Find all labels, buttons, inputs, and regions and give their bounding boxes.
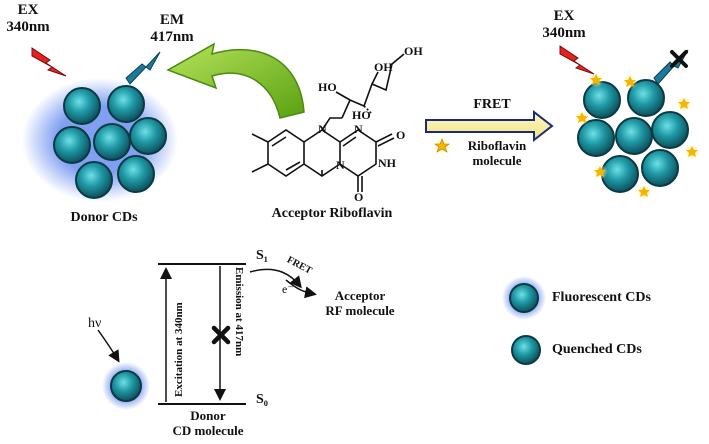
riboflavin-structure [251, 53, 405, 192]
fret-arrow-label: FRET [473, 97, 511, 112]
atom-o-bottom: O [354, 190, 364, 204]
quenched-cd-1 [583, 81, 621, 119]
star-icon [592, 164, 608, 180]
donor-cds-caption: Donor CDs [70, 210, 138, 225]
atom-ho-2: HO [352, 108, 371, 122]
fret-arrow [425, 109, 554, 143]
donor-line2: CD molecule [172, 423, 244, 438]
atom-oh-mid: OH [374, 60, 393, 74]
em-text: EM [159, 12, 185, 28]
atom-n-lower: N [336, 158, 345, 172]
quenched-cd-3 [577, 119, 615, 157]
donor-cd-molecule-label: Donor CD molecule [158, 408, 258, 438]
atom-ho-1: HO [318, 80, 337, 94]
emission-block-cross-icon [211, 325, 231, 345]
single-cd-icon [102, 362, 150, 410]
star-icon [588, 72, 604, 88]
s0-label: S₀ [256, 392, 268, 407]
ex-text: EX [553, 8, 575, 24]
star-icon [684, 144, 700, 160]
legend-quenched-icon [511, 335, 541, 365]
emission-label: Emission at 417nm [233, 267, 245, 357]
star-icon [574, 110, 590, 126]
hv-label: hν [88, 316, 102, 331]
s1-label: S₁ [256, 248, 268, 263]
ex-wavelength-text: 340nm [542, 25, 586, 41]
acceptor-rf-label: Acceptor RF molecule [310, 288, 410, 318]
atom-n-ring: N [318, 122, 327, 136]
donor-em-label: EM 417nm [142, 12, 202, 46]
quenched-cd-4 [615, 117, 653, 155]
em-wavelength-text: 417nm [150, 29, 194, 45]
donor-cd-5 [129, 117, 167, 155]
riboflavin-stars [574, 72, 700, 200]
acceptor-line1: Acceptor [334, 288, 386, 303]
legend-fluorescent-label: Fluorescent CDs [552, 290, 651, 305]
electron-curve-arrow [285, 279, 317, 299]
acceptor-line2: RF molecule [325, 303, 395, 318]
energy-level-diagram [97, 263, 317, 410]
donor-ex-label: EX 340nm [2, 2, 54, 36]
cross-icon [670, 50, 688, 68]
donor-cd-7 [117, 155, 155, 193]
legend-quenched-label: Quenched CDs [552, 342, 642, 357]
excitation-lightning-icon [31, 47, 67, 77]
riboflavin-star-icon [433, 137, 451, 155]
riboflavin-label-line2: molecule [472, 153, 522, 168]
excitation-label: Excitation at 340nm [173, 302, 185, 397]
donor-line1: Donor [190, 408, 226, 423]
quenched-cd-cluster [577, 79, 689, 193]
ex-text: EX [17, 2, 39, 18]
quenched-cd-5 [651, 111, 689, 149]
donor-cd-6 [75, 161, 113, 199]
atom-o-top: O [396, 128, 406, 142]
donor-cd-cluster [22, 78, 178, 202]
fret-curve-arrow [249, 268, 302, 289]
legend [502, 276, 546, 365]
emission-lightning-icon [125, 51, 161, 85]
riboflavin-label-line1: Riboflavin [467, 138, 527, 153]
riboflavin-molecule-label: Riboflavin molecule [452, 138, 542, 168]
green-curved-arrow [166, 42, 305, 119]
quenched-cd-2 [627, 79, 665, 117]
quenched-ex-label: EX 340nm [538, 8, 590, 42]
donor-cd-3 [53, 126, 91, 164]
star-icon [636, 184, 652, 200]
atom-nh: NH [378, 156, 396, 170]
electron-label: e⁻ [282, 282, 294, 296]
donor-cd-4 [93, 123, 131, 161]
atom-oh-top: OH [404, 44, 423, 58]
donor-cd-2 [107, 85, 145, 123]
star-icon [676, 96, 692, 112]
legend-fluorescent-icon [502, 276, 546, 320]
atom-n-right: N [354, 122, 363, 136]
star-icon [622, 74, 638, 90]
ex-wavelength-text: 340nm [6, 19, 50, 35]
hv-curve-arrow [97, 329, 120, 363]
acceptor-caption: Acceptor Riboflavin [271, 206, 393, 221]
donor-cd-1 [63, 87, 101, 125]
quenched-cd-7 [641, 149, 679, 187]
excitation-lightning-icon [559, 45, 595, 75]
